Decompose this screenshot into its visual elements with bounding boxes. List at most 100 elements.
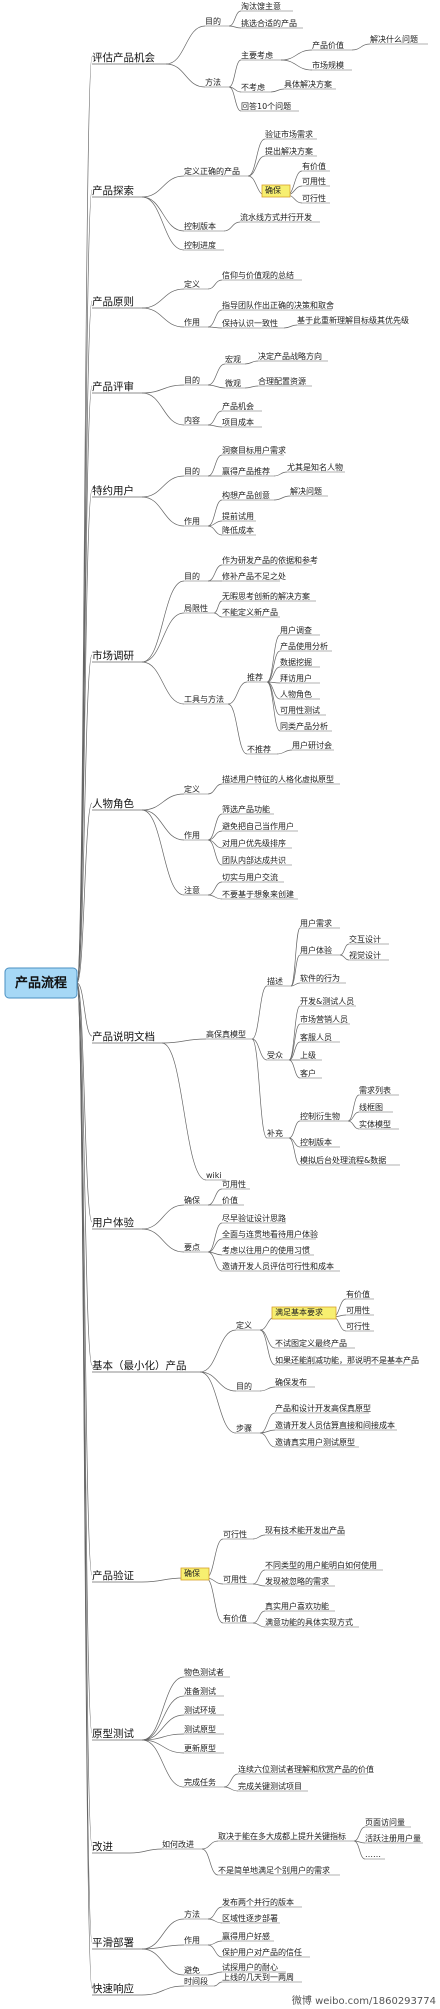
branch-line xyxy=(207,1940,223,1946)
branch-line xyxy=(207,1918,223,1924)
mind-map-node: 市场规模 xyxy=(312,60,344,70)
branch-line xyxy=(259,1386,276,1392)
mind-map-node: 构想产品创意 xyxy=(222,490,270,500)
branch-line xyxy=(213,1981,223,1987)
branch-line xyxy=(141,496,185,527)
mind-map-node: 用户调查 xyxy=(280,625,312,635)
branch-line xyxy=(259,1329,276,1366)
mind-map-node: 产品价值 xyxy=(312,40,344,50)
mind-map-node: 线框图 xyxy=(359,1102,383,1112)
branch-line xyxy=(347,1094,360,1122)
mind-map-node: 不是简单地满足个别用户的需求 xyxy=(218,1865,330,1875)
mind-map-node: 产品使用分析 xyxy=(280,641,328,651)
mind-map-node: 可行性 xyxy=(302,193,326,203)
mind-map-node: 定义正确的产品 xyxy=(184,166,240,176)
level1-node: 产品评审 xyxy=(92,380,134,393)
branch-line xyxy=(280,49,313,61)
mind-map-node: 描述用户特征的人格化虚拟原型 xyxy=(222,774,334,784)
branch-line xyxy=(199,1371,237,1392)
branch-line xyxy=(290,954,301,987)
branch-line xyxy=(161,1042,207,1181)
branch-line xyxy=(141,196,185,232)
branch-line xyxy=(141,384,185,394)
mind-map-node: 不同类型的用户能明白如何使用 xyxy=(265,1560,377,1570)
mind-map-node: 准备测试 xyxy=(184,1686,216,1696)
branch-line xyxy=(290,982,301,987)
mind-map-node: 内容 xyxy=(184,415,200,425)
branch-line xyxy=(141,1739,185,1788)
mind-map-node: 团队内部达成共识 xyxy=(222,855,286,865)
branch-line xyxy=(141,1204,185,1230)
branch-line xyxy=(207,839,223,866)
branch-line xyxy=(141,1733,185,1741)
branch-line xyxy=(259,1412,276,1434)
mind-map-node: 可行性 xyxy=(223,1529,247,1539)
mind-map-node: 确保发布 xyxy=(275,1377,307,1387)
mind-map-node: 作用 xyxy=(184,830,200,840)
branch-line xyxy=(141,1714,185,1741)
mind-map-node: 挑选合适的产品 xyxy=(241,18,297,28)
mind-map-node: 回答10个问题 xyxy=(241,101,291,111)
mind-map-node: 方法 xyxy=(184,1909,200,1919)
branch-line xyxy=(207,309,223,328)
mind-map-node: 筛选产品功能 xyxy=(222,804,270,814)
mind-map-node: 视觉设计 xyxy=(349,950,381,960)
branch-line xyxy=(213,600,223,614)
highlight-box xyxy=(180,1567,210,1581)
mind-map-node: 局限性 xyxy=(184,603,208,613)
branch-line xyxy=(207,813,223,841)
branch-line xyxy=(207,1238,223,1253)
mind-map-node: 用户需求 xyxy=(300,918,332,928)
branch-line xyxy=(141,175,185,198)
mind-map-node: 交互设计 xyxy=(349,934,381,944)
branch-line xyxy=(228,25,242,29)
branch-line xyxy=(251,1038,268,1139)
mind-map-node: 可用性 xyxy=(302,176,326,186)
branch-line xyxy=(141,793,185,811)
branch-line xyxy=(165,25,206,65)
branch-line xyxy=(141,1918,185,1950)
branch-line xyxy=(141,288,185,309)
branch-line xyxy=(76,982,93,1037)
mind-map-node: 定义 xyxy=(184,784,200,794)
mind-map-node: 拜访用户 xyxy=(280,673,312,683)
watermark-text: 微博 weibo.com/1860293774 xyxy=(292,1994,436,2007)
mind-map-node: 作用 xyxy=(184,1935,200,1945)
level1-node: 改进 xyxy=(92,1840,113,1853)
mind-map-node: 提出解决方案 xyxy=(265,146,313,156)
mind-map-node: 用户研讨会 xyxy=(292,740,332,750)
level1-node: 产品验证 xyxy=(92,1569,134,1582)
mind-map-node: 基于此重新理解目标级其优先级 xyxy=(297,315,409,325)
mind-map-node: 发布两个并行的版本 xyxy=(222,1897,294,1907)
mind-map-node: 页面访问量 xyxy=(365,1817,405,1827)
branch-line xyxy=(259,1329,276,1349)
branch-line xyxy=(288,1023,301,1061)
mind-map-node: 客户 xyxy=(300,1068,316,1078)
branch-line xyxy=(347,1120,360,1130)
branch-line xyxy=(141,392,185,426)
mind-map-node: 解决什么问题 xyxy=(370,34,418,44)
mind-map-node: 满足基本要求 xyxy=(275,1307,323,1317)
branch-line xyxy=(273,495,291,501)
branch-line xyxy=(199,1329,237,1373)
mind-map-node: 避免把自己当作用户 xyxy=(222,821,294,831)
branch-line xyxy=(252,1534,266,1540)
level1-node: 用户体验 xyxy=(92,1216,134,1229)
branch-line xyxy=(228,86,242,112)
mind-map-node: 提前试用 xyxy=(222,511,254,521)
mind-map-node: 测试环境 xyxy=(184,1705,216,1715)
mind-map-node: 受众 xyxy=(267,1050,283,1060)
branch-line xyxy=(259,1432,276,1448)
level1-node: 产品原则 xyxy=(92,295,134,308)
mind-map-node: 目的 xyxy=(184,375,200,385)
branch-line xyxy=(266,681,281,732)
branch-line xyxy=(207,894,223,900)
mind-map-node: …… xyxy=(365,1850,381,1859)
branch-line xyxy=(76,802,93,984)
branch-line xyxy=(228,10,242,27)
branch-line xyxy=(227,703,248,755)
mind-map-node: 无暇思考创新的解决方案 xyxy=(222,591,310,601)
branch-line xyxy=(223,1786,239,1792)
mind-map-node: 可行性 xyxy=(346,1321,370,1331)
